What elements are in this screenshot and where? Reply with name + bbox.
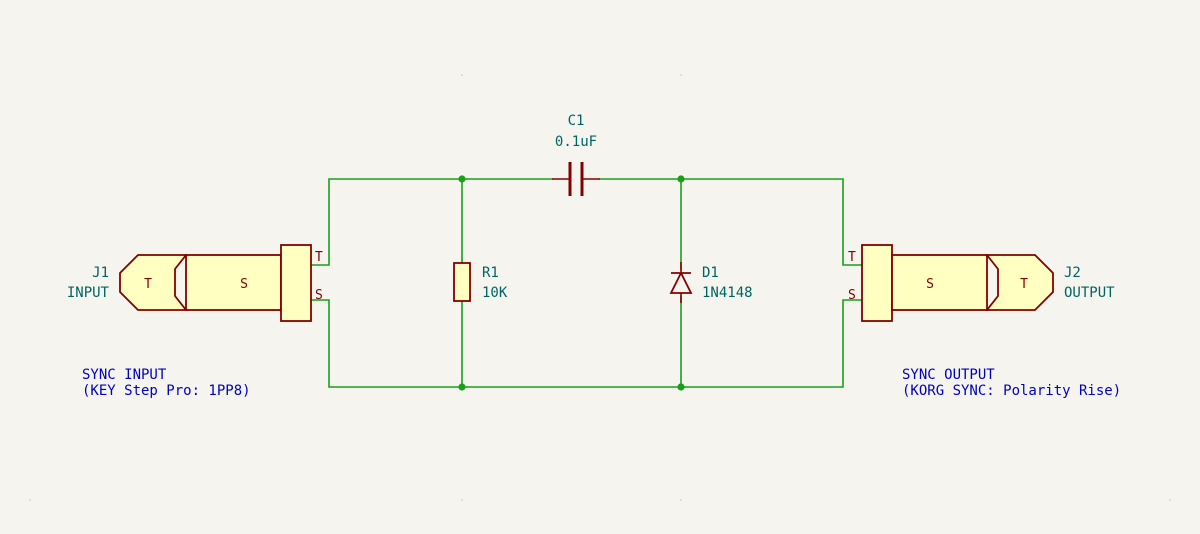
j1-value: INPUT <box>67 285 110 301</box>
j1-pin-tip-label: T <box>315 250 323 265</box>
j2-pin-tip-label: T <box>848 250 856 265</box>
j1-sleeve-body <box>185 254 282 311</box>
d1-anode-triangle <box>669 270 693 294</box>
j1-tip-shape <box>119 254 188 311</box>
j2-tip-shape <box>985 254 1054 311</box>
junction-dot <box>677 175 685 183</box>
wire-input-sleeve[interactable] <box>310 299 863 388</box>
j2-pin-sleeve-label: S <box>848 288 856 303</box>
d1-value: 1N4148 <box>702 285 753 301</box>
c1-capacitor[interactable]: C1 0.1uF <box>552 113 600 196</box>
input-note: SYNC INPUT (KEY Step Pro: 1PP8) <box>82 367 251 399</box>
wire-input-tip[interactable] <box>310 178 553 266</box>
wire-c1-to-output[interactable] <box>599 178 863 266</box>
wires[interactable] <box>310 178 863 388</box>
d1-diode[interactable]: D1 1N4148 <box>669 262 753 303</box>
j1-tip-label: T <box>144 277 152 292</box>
j2-tip-label: T <box>1020 277 1028 292</box>
j2-collar <box>861 244 893 322</box>
j2-output-jack[interactable]: T S S T J2 OUTPUT <box>848 244 1115 322</box>
r1-value: 10K <box>482 285 508 301</box>
j1-sleeve-label: S <box>240 277 248 292</box>
j1-collar <box>280 244 312 322</box>
output-note: SYNC OUTPUT (KORG SYNC: Polarity Rise) <box>902 367 1121 399</box>
input-note-line1: SYNC INPUT <box>82 367 167 383</box>
c1-value: 0.1uF <box>555 134 597 150</box>
junction-dot <box>677 383 685 391</box>
output-note-line1: SYNC OUTPUT <box>902 367 995 383</box>
grid-dots <box>29 74 1171 501</box>
j2-sleeve-label: S <box>926 277 934 292</box>
output-note-line2: (KORG SYNC: Polarity Rise) <box>902 383 1121 399</box>
r1-body <box>453 262 471 302</box>
j2-sleeve-body <box>891 254 988 311</box>
j2-reference: J2 <box>1064 265 1081 281</box>
j1-input-jack[interactable]: T S T S J1 INPUT <box>67 244 323 322</box>
d1-reference: D1 <box>702 265 719 281</box>
j1-pin-sleeve-label: S <box>315 288 323 303</box>
r1-resistor[interactable]: R1 10K <box>453 262 508 302</box>
junction-dot <box>458 175 466 183</box>
c1-reference: C1 <box>568 113 585 129</box>
j1-reference: J1 <box>92 265 109 281</box>
j2-value: OUTPUT <box>1064 285 1115 301</box>
junction-dot <box>458 383 466 391</box>
input-note-line2: (KEY Step Pro: 1PP8) <box>82 383 251 399</box>
r1-reference: R1 <box>482 265 499 281</box>
